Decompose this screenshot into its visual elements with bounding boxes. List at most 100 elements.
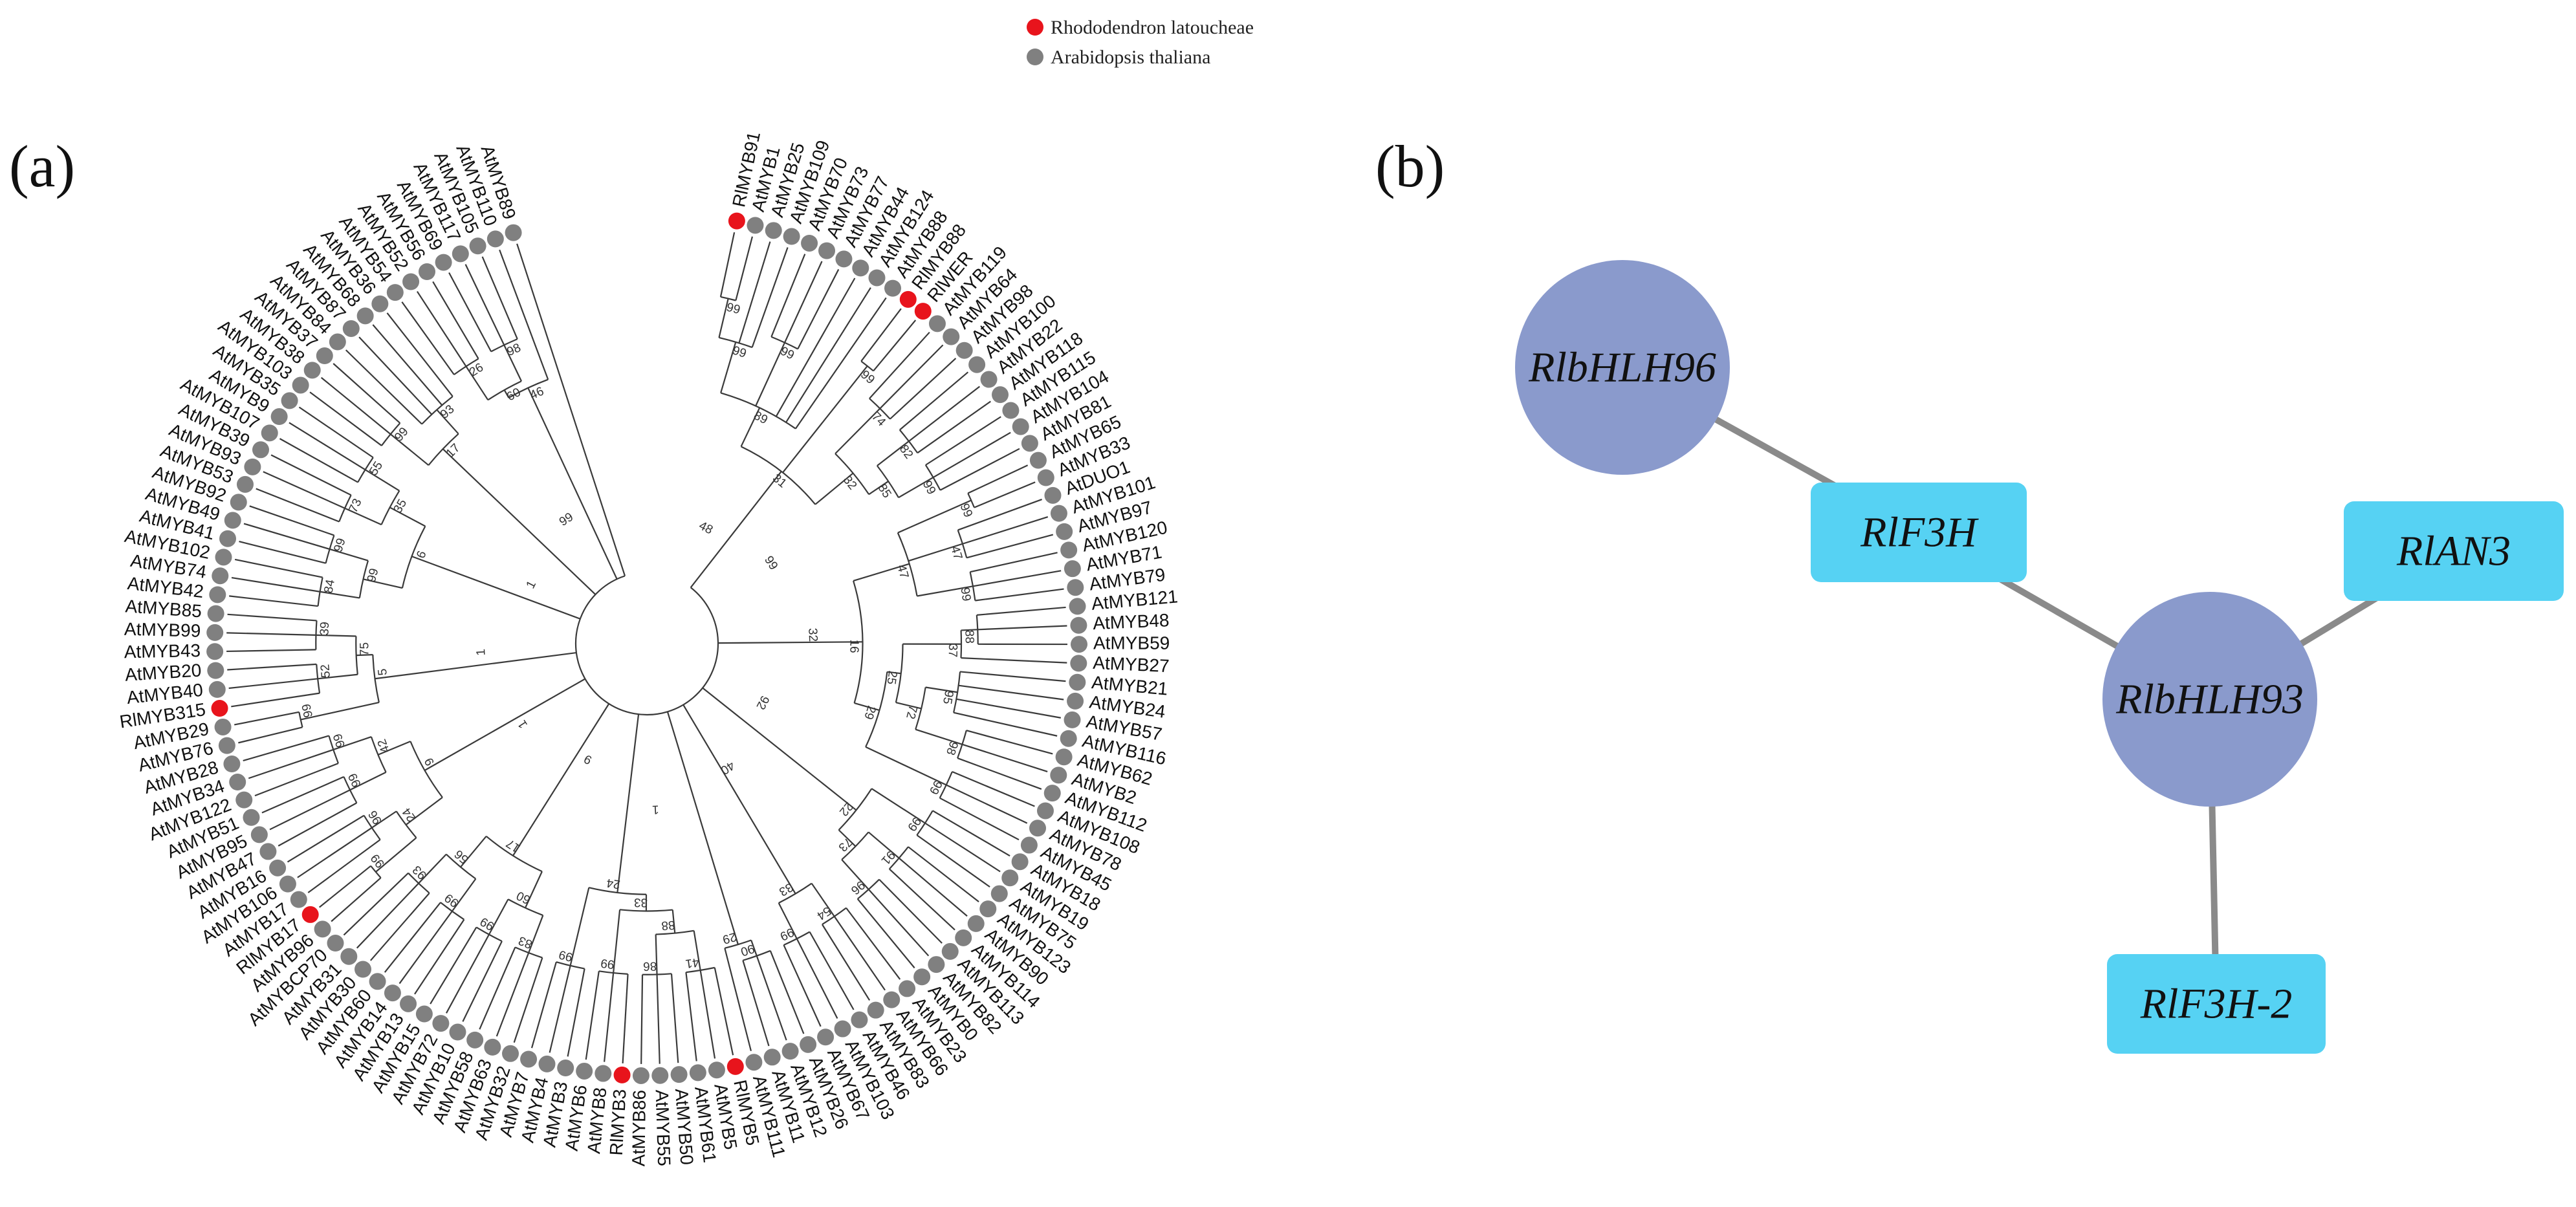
tree-branch	[395, 810, 417, 838]
leaf-marker	[329, 333, 346, 351]
bootstrap-label: 17	[444, 441, 463, 461]
bootstrap-label: 99	[600, 956, 615, 971]
tree-branch	[333, 736, 372, 751]
bootstrap-label: 1	[524, 579, 540, 591]
bootstrap-label: 39	[318, 622, 332, 636]
tree-branch	[598, 970, 628, 975]
tree-branch	[871, 788, 926, 824]
leaf-marker	[243, 809, 260, 826]
tree-branch	[778, 902, 798, 939]
leaf-marker	[435, 254, 452, 271]
leaf-marker	[292, 376, 309, 394]
panel-b-label: (b)	[1375, 133, 1445, 199]
tree-branch	[809, 931, 855, 1010]
tree-branch	[743, 950, 771, 961]
leaf-marker	[1067, 692, 1084, 710]
bootstrap-label: 40	[718, 758, 737, 777]
tree-branch	[775, 277, 856, 417]
leaf-marker	[834, 1020, 851, 1038]
leaf-label: AtMYB43	[124, 640, 201, 662]
tree-branch	[833, 916, 886, 991]
tree-branch	[865, 746, 947, 786]
tree-branch	[719, 232, 736, 298]
tree-branch	[854, 702, 880, 712]
tree-branch	[908, 386, 981, 442]
leaf-marker	[400, 995, 417, 1012]
tree-branch	[670, 973, 679, 1063]
bootstrap-label: 93	[410, 863, 430, 882]
leaf-marker	[763, 1049, 781, 1066]
tree-branch	[962, 743, 1048, 772]
leaf-marker	[708, 1061, 725, 1079]
node-label-rlbhlh96: RlbHLH96	[1528, 344, 1716, 391]
leaf-marker	[1020, 836, 1038, 854]
tree-branch	[897, 499, 972, 534]
tree-branch	[430, 927, 477, 1005]
bootstrap-label: 99	[761, 554, 780, 572]
bootstrap-label: 98	[943, 739, 961, 757]
leaf-marker	[670, 1066, 688, 1083]
leaf-marker	[502, 1045, 519, 1062]
tree-branch	[320, 591, 360, 599]
tree-branch	[357, 457, 374, 483]
tree-branch	[226, 632, 316, 636]
tree-branch	[868, 831, 900, 859]
tree-branch	[442, 448, 596, 595]
tree-branch	[263, 471, 345, 509]
leaf-marker	[209, 586, 226, 604]
bootstrap-label: 37	[946, 644, 959, 658]
leaf-label: AtMYB20	[124, 660, 202, 684]
tree-branch	[974, 481, 1036, 508]
leaf-marker	[613, 1066, 631, 1083]
bootstrap-label: 42	[375, 737, 393, 755]
tree-branch	[962, 516, 1049, 545]
leaf-marker	[867, 1001, 884, 1019]
leaf-marker	[1037, 469, 1054, 486]
bootstrap-label: 74	[869, 410, 888, 430]
tree-branch	[724, 948, 752, 1052]
leaf-marker	[884, 279, 902, 297]
bootstrap-label: 1	[474, 649, 488, 657]
leaf-marker	[250, 826, 268, 843]
tree-branch	[640, 974, 644, 1064]
leaf-marker	[928, 315, 946, 332]
tree-branch	[269, 789, 351, 831]
bootstrap-label: 99	[331, 537, 348, 554]
leaf-marker	[852, 259, 869, 277]
tree-branch	[915, 728, 963, 745]
tree-branch	[390, 433, 430, 466]
tree-branch	[794, 297, 887, 430]
tree-branch	[503, 344, 522, 382]
tree-branch	[916, 834, 990, 888]
tree-branch	[527, 387, 618, 580]
node-label-rlf3h-2: RlF3H-2	[2140, 981, 2293, 1028]
tree-branch	[365, 469, 400, 492]
leaf-marker	[557, 1060, 574, 1077]
tree-branch	[261, 776, 344, 814]
leaf-marker	[899, 290, 917, 308]
tree-branch	[778, 882, 813, 904]
leaf-marker	[1070, 616, 1087, 634]
node-rlf3h-2	[2107, 954, 2326, 1054]
leaf-marker	[1067, 579, 1084, 596]
tree-branch	[481, 256, 518, 340]
leaf-marker	[990, 885, 1008, 902]
tree-branch	[479, 947, 516, 1030]
tree-branch	[785, 287, 871, 423]
tree-branch	[298, 406, 374, 459]
tree-branch	[319, 865, 371, 908]
leaf-marker	[1029, 451, 1047, 469]
leaf-marker	[883, 991, 901, 1008]
bootstrap-label: 48	[697, 519, 715, 537]
tree-branch	[617, 714, 640, 893]
legend-label-rhododendron: Rhododendron latoucheae	[1051, 17, 1254, 38]
tree-branch	[356, 882, 419, 949]
tree-branch	[958, 684, 1064, 701]
tree-branch	[956, 698, 1061, 719]
leaf-marker	[726, 1058, 744, 1075]
tree-branch	[499, 249, 549, 380]
leaf-marker	[943, 328, 960, 345]
tree-branch	[279, 438, 358, 483]
tree-branch	[939, 797, 1020, 841]
leaf-marker	[1060, 730, 1077, 747]
